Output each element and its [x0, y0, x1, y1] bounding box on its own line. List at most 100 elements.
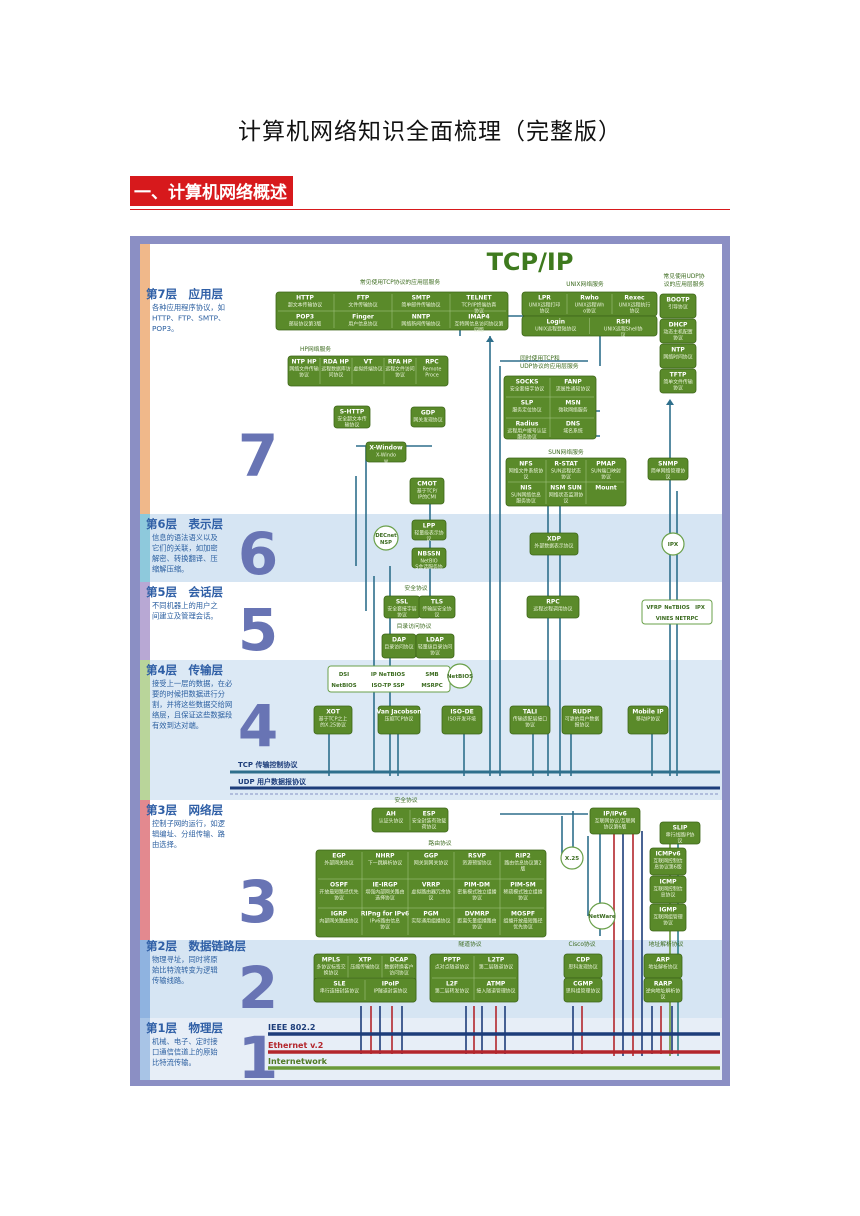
protocol-desc: 协议 [673, 385, 683, 392]
protocol-desc: 轻量级目录访问 [418, 644, 452, 651]
protocol-name: NSM SUN [550, 485, 582, 492]
protocol-name: OSPF [330, 882, 348, 889]
protocol-name: AH [386, 811, 396, 818]
protocol-name: NTP HP [291, 359, 317, 366]
protocol-desc: UNIX远程执行 [619, 302, 651, 309]
protocol-desc: 思科发现协议 [568, 964, 597, 971]
protocol-desc: o协议 [583, 308, 596, 315]
protocol-name: LPP [423, 523, 436, 530]
icmp-box [649, 847, 687, 876]
document-title: 计算机网络知识全面梳理（完整版） [238, 119, 622, 145]
protocol-name: PGM [423, 911, 438, 918]
protocol-name: NHRP [375, 853, 395, 860]
hp-group [287, 355, 449, 387]
group-label: SUN网络服务 [548, 448, 584, 456]
protocol-desc: 远程文件访问 [385, 366, 414, 373]
protocol-name: Mobile IP [632, 709, 664, 716]
ldap-box [415, 633, 455, 659]
protocol-desc: 服务协议 [516, 498, 536, 505]
protocol-desc: 引导协议 [668, 304, 688, 311]
protocol-name: Radius [516, 421, 539, 428]
protocol-desc: 安全超文本传 [337, 416, 366, 423]
protocol-desc: 超文本传输协议 [288, 302, 322, 309]
shttp-box [333, 405, 371, 429]
protocol-desc: NetBIO [420, 559, 437, 565]
protocol-desc: 协议 [540, 308, 550, 315]
protocol-name: MOSPF [511, 911, 535, 918]
protocol-name: EGP [332, 853, 346, 860]
protocol-desc: 问协议 [329, 372, 344, 379]
ip-box [589, 807, 641, 835]
layer-description: 口通信信道上的原始 [152, 1048, 218, 1057]
protocol-desc: 服务协议 [517, 434, 537, 441]
layer-description: 信息的语法语义以及 [152, 533, 218, 542]
session-protocol: NeTBIOS [664, 605, 690, 611]
protocol-name: FTP [357, 295, 370, 302]
protocol-desc: 密集模式独立组播 [457, 889, 496, 896]
protocol-name: GGP [424, 853, 439, 860]
protocol-name: XTP [358, 957, 372, 964]
protocol-name: DHCP [669, 322, 688, 329]
protocol-name: L2F [446, 981, 458, 988]
protocol-desc: 目录访问协议 [384, 644, 413, 651]
decnet-circle-label: NSP [380, 540, 392, 546]
protocol-desc: 议 [524, 474, 529, 481]
netbios-circle-label: NetBIOS [447, 674, 473, 680]
protocol-name: SMTP [412, 295, 431, 302]
internetwork-label: Internetwork [268, 1057, 328, 1066]
protocol-name: Login [546, 319, 565, 326]
protocol-desc: 多协议标签交 [316, 964, 345, 971]
protocol-desc: 数据转换客户 [384, 964, 413, 971]
session-protocol: VINES NETRPC [656, 616, 699, 622]
protocol-name: ARP [656, 957, 670, 964]
protocol-desc: 压缩传输协议 [350, 964, 379, 971]
transport-protocol: DSI [339, 672, 349, 678]
protocol-desc: 息协议 [661, 892, 676, 899]
routing-group [315, 849, 547, 938]
protocol-name: RUDP [573, 709, 592, 716]
protocol-desc: 简单邮件传输协议 [401, 302, 440, 309]
protocol-desc: ISO开发环境 [448, 716, 476, 723]
protocol-desc: 路由信息协议第2 [504, 860, 541, 867]
protocol-desc: 域名系统 [563, 428, 583, 435]
protocol-name: Rexec [624, 295, 645, 302]
protocol-desc: 外部网关协议 [324, 860, 353, 867]
protocol-name: RPC [425, 359, 439, 366]
protocol-desc: 报协议 [575, 722, 590, 729]
group-label: UNIX网络服务 [566, 280, 604, 288]
protocol-desc: 安全套接字层 [387, 606, 416, 613]
protocol-boxes: HTTP超文本传输协议FTP文件传输协议SMTP简单邮件传输协议TELNETTC… [275, 291, 713, 1003]
protocol-name: HTTP [296, 295, 314, 302]
protocol-desc: 版 [521, 866, 526, 873]
protocol-name: SSL [396, 599, 408, 606]
protocol-desc: 网关到网关协议 [414, 860, 448, 867]
layer-title: 第5层 会话层 [146, 585, 224, 599]
protocol-desc: 串行连接封装协议 [320, 988, 359, 995]
ipx-circle-label: IPX [668, 542, 679, 548]
protocol-desc: 互特网信息访问协议第 [455, 321, 504, 328]
protocol-desc: 稀疏模式独立组播 [503, 889, 542, 896]
protocol-desc: 开放最短路径优先 [319, 889, 358, 896]
protocol-name: TLS [431, 599, 443, 606]
layer-title: 第6层 表示层 [146, 517, 224, 531]
udp-label: UDP 用户数据报协议 [238, 777, 307, 786]
protocol-name: Van Jacobson [377, 709, 422, 716]
protocol-name: PPTP [443, 957, 461, 964]
xwindow-box [365, 441, 407, 463]
protocol-desc: 基于TCP之上 [319, 716, 348, 723]
section-heading: 一、计算机网络概述 [130, 176, 293, 206]
protocol-desc: X-Windo [376, 453, 396, 459]
protocol-desc: 点对点隧道协议 [435, 964, 469, 971]
protocol-desc: 优先协议 [513, 924, 533, 931]
protocol-desc: 协议 [472, 924, 482, 931]
protocol-desc: 地址解析协议 [648, 964, 677, 971]
protocol-desc: 互联网控制信 [653, 886, 682, 893]
protocol-desc: UNIX远程Wh [575, 302, 605, 309]
layer-description: 控制子网的运行，如逻 [152, 819, 226, 828]
rpc5-box [526, 595, 580, 619]
group-label: 地址解析协议 [649, 940, 684, 948]
layer3-stripe [140, 800, 150, 940]
group-label: HP网络服务 [300, 345, 331, 353]
protocol-desc: 网络新闻传输协议 [401, 321, 440, 328]
protocol-desc: 访问协议 [389, 970, 409, 977]
